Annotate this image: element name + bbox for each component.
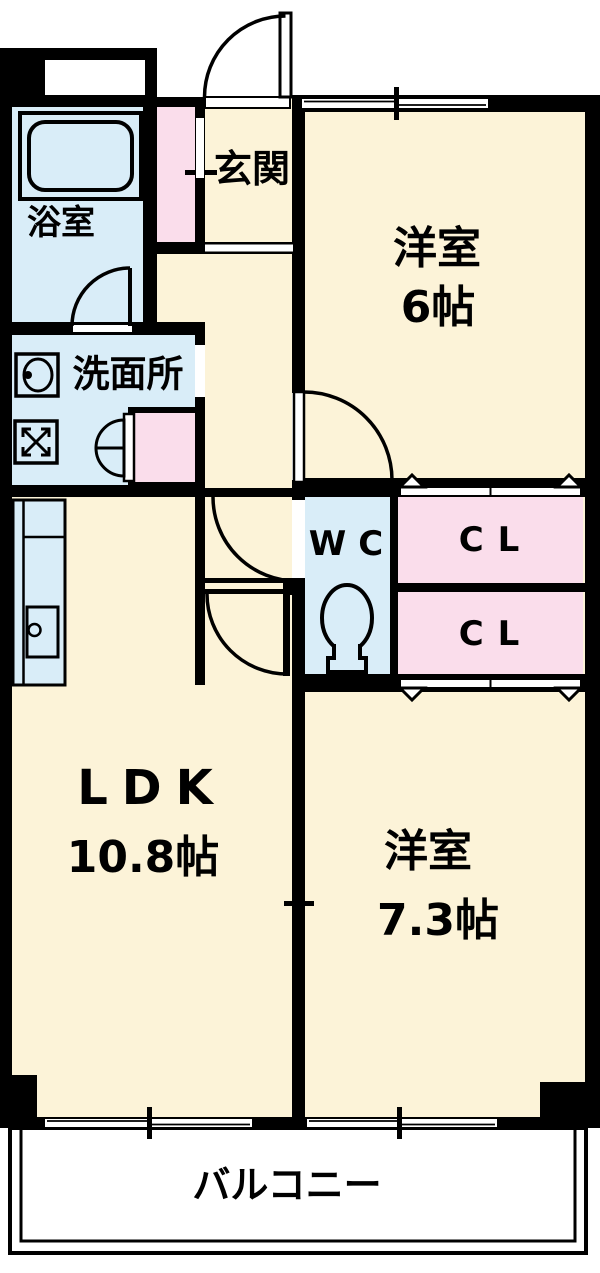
- entrance-step: [205, 244, 293, 252]
- door-swing-arc: [70, 266, 131, 327]
- room-label-ldk-name: LDK: [77, 760, 227, 816]
- room-label-room1-name: 洋室: [393, 223, 481, 274]
- corner-pillar-left: [0, 1075, 37, 1128]
- wall-bottom: [0, 1117, 600, 1128]
- washbasin-icon: [14, 352, 60, 398]
- bathroom-door: [70, 266, 134, 334]
- wall-right-outer: [585, 95, 600, 1128]
- linen-closet: [94, 407, 203, 488]
- wall-tick: [284, 901, 314, 906]
- bathroom-floor: [12, 107, 143, 322]
- room-label-room2-name: 洋室: [384, 826, 472, 877]
- doors: [70, 11, 394, 676]
- ldk-bottom-window: [45, 1107, 252, 1139]
- door-swing-arc: [211, 496, 298, 583]
- room2-bottom-window: [307, 1107, 497, 1139]
- closet-top-floor: [398, 497, 583, 583]
- kitchen-sink-icon: [25, 605, 60, 659]
- room-label-room1-size: 6帖: [400, 282, 476, 333]
- closet-chevron-marker: [396, 686, 428, 703]
- bathroom-window: [45, 60, 145, 95]
- bathtub-icon: [18, 111, 143, 201]
- room-label-balcony: バルコニー: [192, 1163, 382, 1207]
- windows: [45, 60, 497, 1139]
- room1-door: [292, 390, 394, 484]
- entrance-door: [202, 11, 293, 109]
- wall-center: [292, 692, 305, 1128]
- closet-bottom-floor: [398, 592, 583, 678]
- room-label-room2-size: 7.3帖: [377, 895, 499, 946]
- closet-chevron-marker: [553, 472, 585, 489]
- wall-left-outer: [0, 48, 12, 1128]
- room-label-washroom: 洗面所: [72, 352, 184, 396]
- ldk-door-swing-arc: [205, 593, 288, 676]
- room-label-closet-top: CL: [458, 520, 534, 560]
- door-leaf: [283, 595, 290, 676]
- door-swing-arc: [202, 14, 286, 98]
- room-label-ldk-size: 10.8帖: [66, 832, 220, 883]
- door-swing-arc: [303, 390, 394, 481]
- room-label-bathroom: 浴室: [27, 203, 95, 243]
- fixtures: [11, 111, 374, 687]
- room-label-wc: WC: [308, 524, 396, 564]
- kitchen-counter-icon: [11, 498, 67, 687]
- closet-chevron-marker: [396, 472, 428, 489]
- room-label-entrance: 玄関: [213, 147, 291, 191]
- room1-top-window: [302, 87, 488, 120]
- closet-chevron-marker: [553, 686, 585, 703]
- closet-doors: [396, 472, 585, 703]
- wc-door: [211, 496, 305, 583]
- washroom-opening: [195, 345, 205, 397]
- room-label-closet-bottom: CL: [458, 614, 534, 654]
- toilet-icon: [320, 583, 374, 674]
- washing-machine-space-icon: [13, 419, 59, 465]
